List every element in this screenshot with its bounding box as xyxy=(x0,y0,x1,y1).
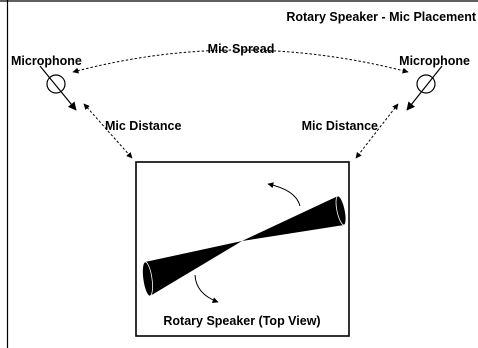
microphone-left-label: Microphone xyxy=(11,54,82,68)
rotary-horn-icon xyxy=(142,195,347,297)
mic-distance-right-label: Mic Distance xyxy=(302,119,378,133)
rotary-speaker-box xyxy=(135,161,350,337)
mic-distance-right-arrow xyxy=(355,103,399,159)
microphone-left-icon xyxy=(39,65,77,111)
rotation-arrow-top-icon xyxy=(267,182,301,207)
mic-spread-label: Mic Spread xyxy=(208,42,275,56)
rotation-arrow-bottom-icon xyxy=(194,274,219,303)
mic-distance-left-arrow xyxy=(83,103,133,159)
microphone-right-label: Microphone xyxy=(399,54,470,68)
mic-distance-left-label: Mic Distance xyxy=(105,119,181,133)
mic-spread-arc xyxy=(72,49,409,74)
diagram-title: Rotary Speaker - Mic Placement xyxy=(286,10,476,24)
microphone-right-icon xyxy=(406,65,443,111)
rotary-speaker-caption: Rotary Speaker (Top View) xyxy=(163,314,320,328)
